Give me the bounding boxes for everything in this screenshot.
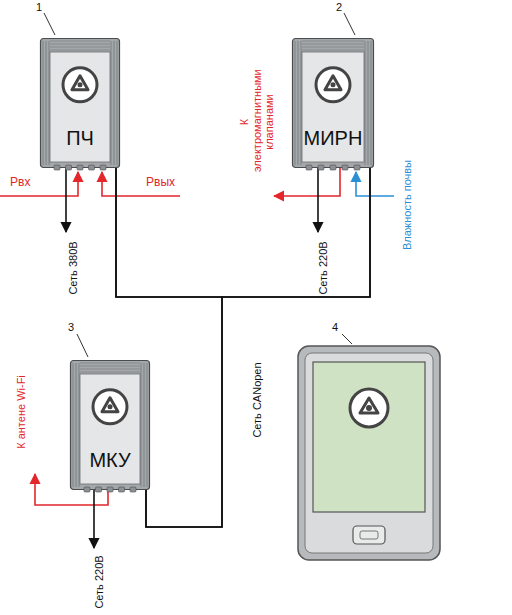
callout-number: 1: [36, 1, 42, 14]
logo-mark: [72, 76, 88, 90]
controller-housing: МКУ: [70, 360, 150, 490]
logo-ring: [63, 68, 97, 102]
canopen-bus: [116, 168, 370, 297]
logo-ring: [316, 68, 350, 102]
logo-ring: [350, 389, 388, 427]
device-name: МКУ: [89, 449, 130, 472]
logo-dot: [366, 405, 372, 411]
power-line: [93, 490, 95, 548]
controller-housing: МИРН: [292, 38, 374, 168]
housing-outline: [40, 38, 120, 174]
logo-ring: [93, 390, 127, 424]
tablet-button: [353, 526, 385, 544]
device-name: МИРН: [304, 127, 363, 150]
front-panel: [302, 52, 364, 162]
power-label: Сеть 220В: [93, 555, 106, 608]
tablet-screen: [313, 362, 425, 512]
device-name: ПЧ: [66, 127, 94, 150]
label-area: МКУ: [70, 449, 150, 472]
cable-glands: [84, 487, 136, 492]
housing-body: [71, 361, 150, 490]
signal-name: Pвых: [146, 176, 175, 190]
label-area: МИРН: [292, 127, 374, 150]
housing-fins: [73, 363, 147, 487]
logo-dot: [108, 404, 113, 409]
callout-leader: [342, 334, 352, 344]
valve-line: [274, 168, 340, 196]
cable-glands: [306, 165, 360, 170]
tablet-button-inner: [360, 531, 378, 539]
logo-mark: [102, 398, 118, 412]
power-line: [65, 168, 67, 232]
signal-name: Pвх: [10, 176, 30, 190]
callout-leader: [77, 334, 88, 357]
power-line: [317, 168, 319, 232]
controller-housing: ПЧ: [40, 38, 120, 168]
input-label: Влажность почвы: [401, 160, 414, 250]
logo-mark: [360, 398, 378, 413]
front-panel: [80, 374, 140, 484]
front-panel: [50, 52, 110, 162]
logo-dot: [78, 82, 83, 87]
label-area: ПЧ: [40, 127, 120, 150]
callout-number: 3: [68, 321, 74, 334]
antenna-label: К антене Wi-Fi: [15, 375, 28, 449]
housing-outline: [292, 38, 374, 174]
tablet-device: [298, 346, 440, 560]
power-label: Сеть 380В: [67, 241, 80, 294]
power-label: Сеть 220В: [317, 241, 330, 294]
housing-fins: [43, 41, 117, 165]
pressure-out-line: [102, 172, 180, 196]
callout-number: 2: [336, 1, 342, 14]
callout-leader: [44, 13, 55, 35]
canopen-bus: [146, 168, 370, 527]
housing-body: [293, 39, 374, 168]
bus-label: Сеть CANopen: [251, 362, 264, 437]
tablet-bezel: [305, 353, 433, 553]
moisture-line: [356, 172, 394, 196]
housing-fins: [295, 41, 371, 165]
logo-dot: [331, 82, 336, 87]
logo-mark: [325, 76, 341, 90]
cable-glands: [54, 165, 106, 170]
housing-body: [41, 39, 120, 168]
output-label: К электромагнитными клапанами: [238, 72, 276, 172]
callout-number: 4: [332, 321, 338, 334]
tablet-body: [298, 346, 440, 560]
housing-outline: [70, 360, 150, 496]
callout-leader: [344, 13, 355, 35]
